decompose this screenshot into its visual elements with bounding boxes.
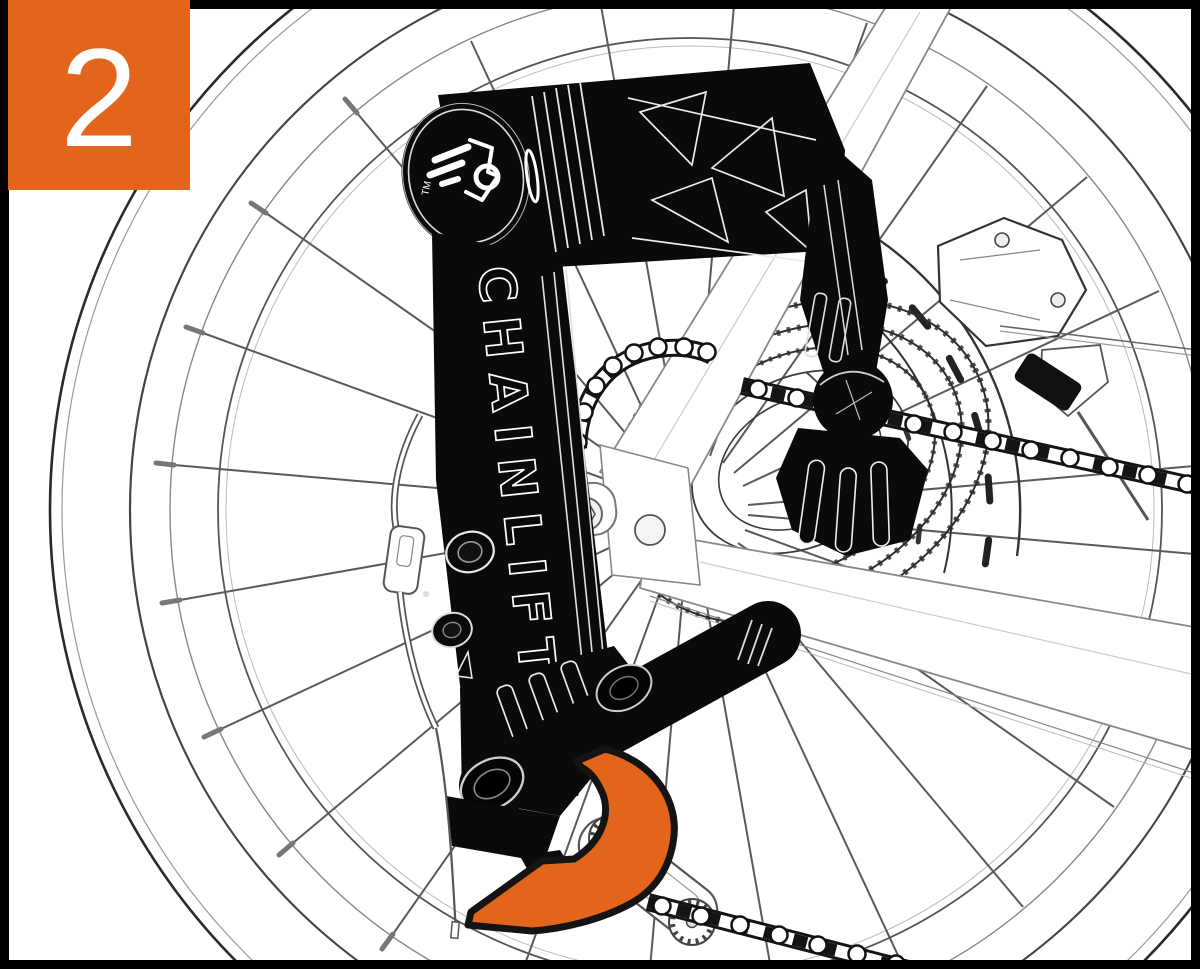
dropout-plate — [599, 443, 701, 586]
top-arm-collar-ribs — [531, 81, 605, 253]
tool-foot — [446, 796, 560, 862]
adjustment-dial-upper — [445, 530, 495, 574]
step-badge: 2 — [8, 0, 190, 190]
adjustment-dial-lower — [431, 611, 473, 649]
chain-rollers-lower — [652, 896, 906, 969]
right-arm-ribs — [823, 179, 863, 356]
trademark-label: TM — [420, 180, 434, 196]
step-number: 2 — [60, 19, 138, 176]
brake-hose — [382, 413, 460, 940]
chain-lower-run — [645, 893, 911, 969]
tool-top-arm: TM — [401, 63, 845, 272]
tool-end-cap — [401, 102, 531, 250]
chainlift-tool: TM — [401, 63, 928, 900]
lower-arm-bore-mid — [595, 663, 653, 713]
tool-lower-arm — [446, 601, 801, 900]
lower-arm-bore-left — [459, 756, 525, 812]
caliper-mount — [999, 325, 1199, 521]
tool-chain-claw — [776, 428, 928, 556]
tool-right-arm — [800, 150, 893, 440]
brake-caliper — [936, 216, 1199, 521]
left-arm-ribs — [541, 267, 605, 681]
top-arm-truss-lines — [627, 90, 817, 263]
indicator-triangle — [454, 649, 473, 679]
lower-arm-end-ribs — [737, 619, 773, 667]
tool-left-arm: CHAINLIFT. — [423, 232, 612, 796]
rotate-counterclockwise-arrow-icon — [464, 745, 678, 935]
tool-ball-joint — [813, 360, 893, 440]
tire-and-rim-arcs — [48, 0, 1200, 969]
spoke-nipples — [153, 96, 396, 952]
indicator-dot — [423, 591, 429, 597]
chainlift-logo-icon — [426, 138, 540, 204]
